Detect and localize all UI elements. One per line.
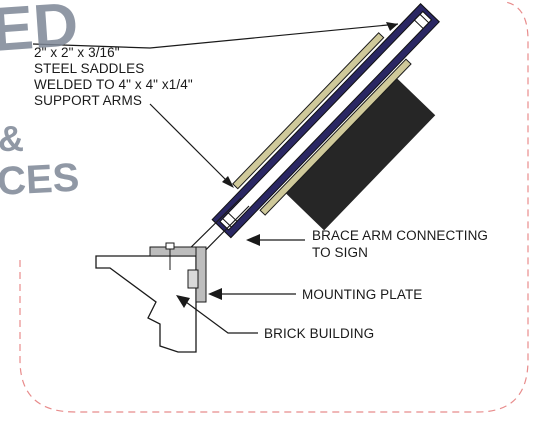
- brick-building-label: BRICK BUILDING: [264, 326, 375, 341]
- sign-backing: [282, 74, 436, 231]
- saddle-label-line3: WELDED TO 4" x 4" x1/4": [34, 77, 193, 92]
- brick-building: [95, 255, 197, 353]
- saddle-strip-lower: [259, 58, 412, 216]
- saddle-label-line2: STEEL SADDLES: [34, 61, 145, 76]
- saddle-callout-outline-lower: [149, 103, 233, 187]
- sign-assembly: [211, 3, 440, 239]
- brace-arrow: [246, 234, 260, 246]
- drawing-border: [19, 1, 529, 413]
- stamp-text-bottom: ICES: [0, 155, 81, 205]
- saddle-callout-arrow-top: [386, 22, 398, 31]
- saddle-callout-arrow-bottom: [222, 176, 234, 188]
- mounting-plate: [149, 242, 207, 303]
- brick-leader: [185, 301, 258, 334]
- brace-label-line1: BRACE ARM CONNECTING: [312, 228, 489, 243]
- stamp-text-mid: &: [0, 118, 24, 159]
- mounting-plate-label: MOUNTING PLATE: [302, 287, 423, 302]
- saddle-end-right: [413, 13, 430, 30]
- saddle-callout-outline: [32, 23, 399, 49]
- saddle-label-line4: SUPPORT ARMS: [34, 93, 142, 108]
- support-arm: [219, 10, 433, 231]
- saddle-label-line1: 2" x 2" x 3/16": [34, 45, 120, 60]
- brick-arrow: [176, 295, 190, 308]
- brace-label-line2: TO SIGN: [312, 245, 368, 260]
- saddle-strip-upper: [232, 32, 385, 190]
- saddle-end-left: [222, 212, 238, 228]
- plate-arrow: [208, 288, 222, 300]
